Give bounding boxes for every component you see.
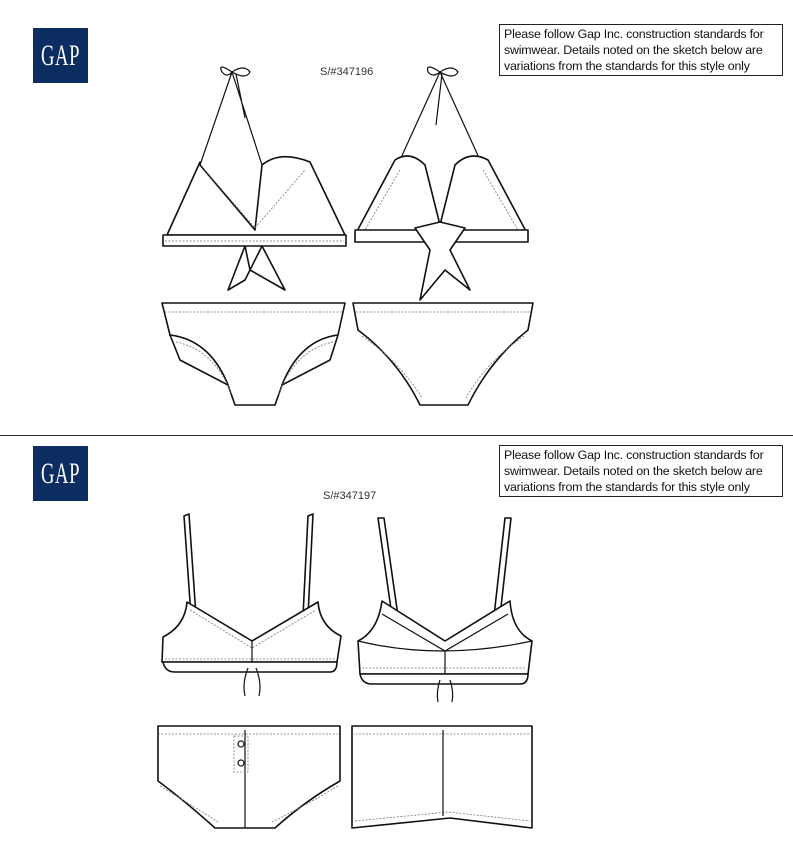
bralette-bikini-sketch — [157, 513, 533, 829]
boyshort-bottom-front — [157, 725, 341, 829]
construction-note: Please follow Gap Inc. construction stan… — [499, 24, 783, 76]
boyshort-bottom-back — [351, 725, 533, 829]
bikini-bottom-back — [352, 302, 534, 406]
section-divider — [0, 435, 793, 436]
construction-note: Please follow Gap Inc. construction stan… — [499, 445, 783, 497]
bralette-top-front — [161, 513, 342, 697]
gap-logo: GAP — [33, 446, 88, 501]
bralette-top-back — [357, 517, 533, 703]
halter-top-back — [354, 66, 529, 301]
halter-top-front — [162, 66, 347, 291]
style-number: S/#347197 — [323, 490, 377, 502]
bikini-bottom-front — [161, 302, 346, 406]
style-number: S/#347196 — [320, 66, 374, 78]
gap-logo: GAP — [33, 28, 88, 83]
halter-bikini-sketch — [161, 66, 534, 406]
